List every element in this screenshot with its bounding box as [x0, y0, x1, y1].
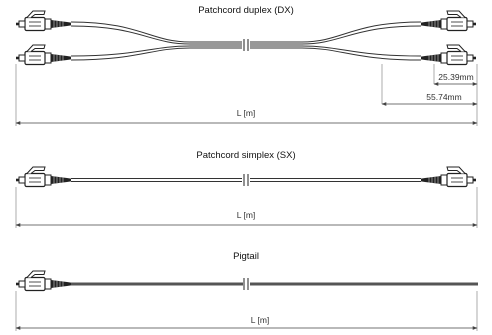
break-mark-icon	[243, 38, 249, 52]
break-mark-icon	[243, 277, 249, 291]
section-duplex: Patchcord duplex (DX) 25.39mm	[15, 5, 478, 126]
connector-icon	[15, 10, 72, 32]
dimension-short-label: 25.39mm	[438, 72, 473, 82]
section-title-duplex: Patchcord duplex (DX)	[198, 5, 294, 16]
connector-icon	[420, 10, 477, 32]
length-label-pigtail: L [m]	[251, 315, 270, 325]
connector-icon	[15, 270, 72, 292]
length-label-simplex: L [m]	[237, 210, 256, 220]
connector-icon	[420, 44, 477, 66]
break-mark-icon	[243, 173, 249, 187]
section-title-pigtail: Pigtail	[233, 251, 259, 262]
section-title-simplex: Patchcord simplex (SX)	[196, 150, 295, 161]
connector-icon	[15, 44, 72, 66]
pigtail-fiber	[71, 282, 478, 286]
section-simplex: Patchcord simplex (SX) L [m]	[15, 150, 478, 228]
length-label-duplex: L [m]	[237, 108, 256, 118]
connector-icon	[15, 166, 72, 188]
dimension-long-label: 55.74mm	[426, 92, 461, 102]
duplex-cable	[70, 21, 422, 61]
simplex-cable	[71, 178, 421, 182]
section-pigtail: Pigtail L [m]	[15, 251, 478, 331]
connector-icon	[420, 166, 477, 188]
